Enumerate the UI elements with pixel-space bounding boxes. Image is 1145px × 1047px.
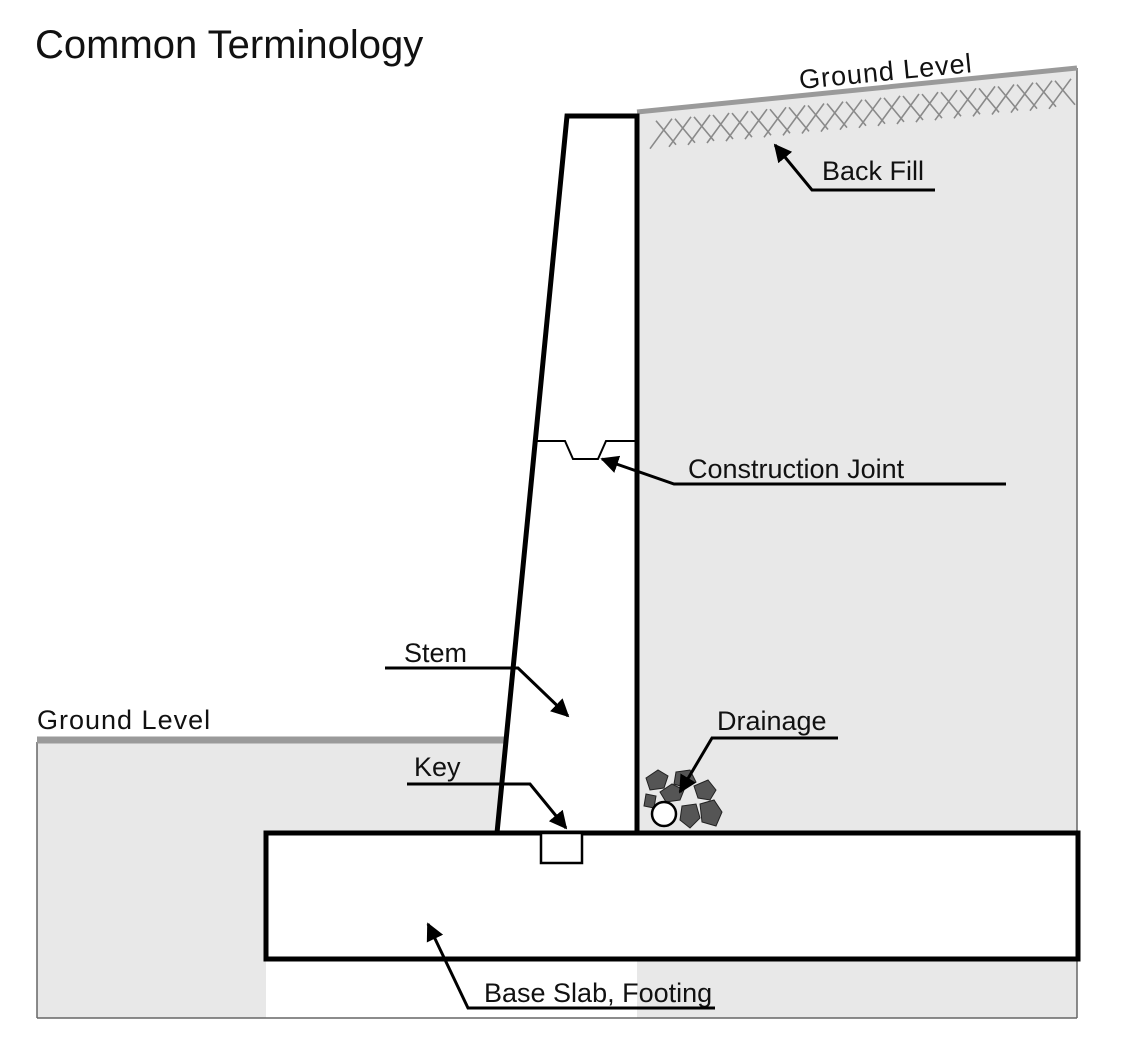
construction-joint-label: Construction Joint: [688, 454, 905, 484]
drainage-leader: [678, 736, 838, 794]
key-leader: [407, 782, 568, 830]
key-label: Key: [414, 752, 461, 782]
base-slab-footing: [263, 830, 1081, 962]
diagram-title: Common Terminology: [35, 23, 423, 67]
construction-joint-leader: [600, 455, 1006, 486]
front-soil: [37, 742, 505, 1018]
wall-stem: [494, 113, 640, 836]
back-fill-soil: [637, 68, 1077, 1018]
shear-key: [539, 831, 584, 865]
stem-label: Stem: [404, 638, 467, 668]
construction-joint: [536, 440, 637, 460]
ground-line-right: [636, 65, 1078, 115]
drainage-pipe: [650, 800, 678, 828]
ground-level-left-label: Ground Level: [37, 705, 211, 735]
back-fill-leader: [773, 143, 935, 192]
base-slab-label: Base Slab, Footing: [484, 978, 712, 1008]
back-fill-hatching: [649, 78, 1076, 150]
back-fill-label: Back Fill: [822, 156, 924, 186]
hatch-mark: [1048, 78, 1076, 110]
base-slab-leader: [426, 922, 715, 1010]
drainage-label: Drainage: [717, 706, 827, 736]
stem-leader: [385, 666, 570, 718]
